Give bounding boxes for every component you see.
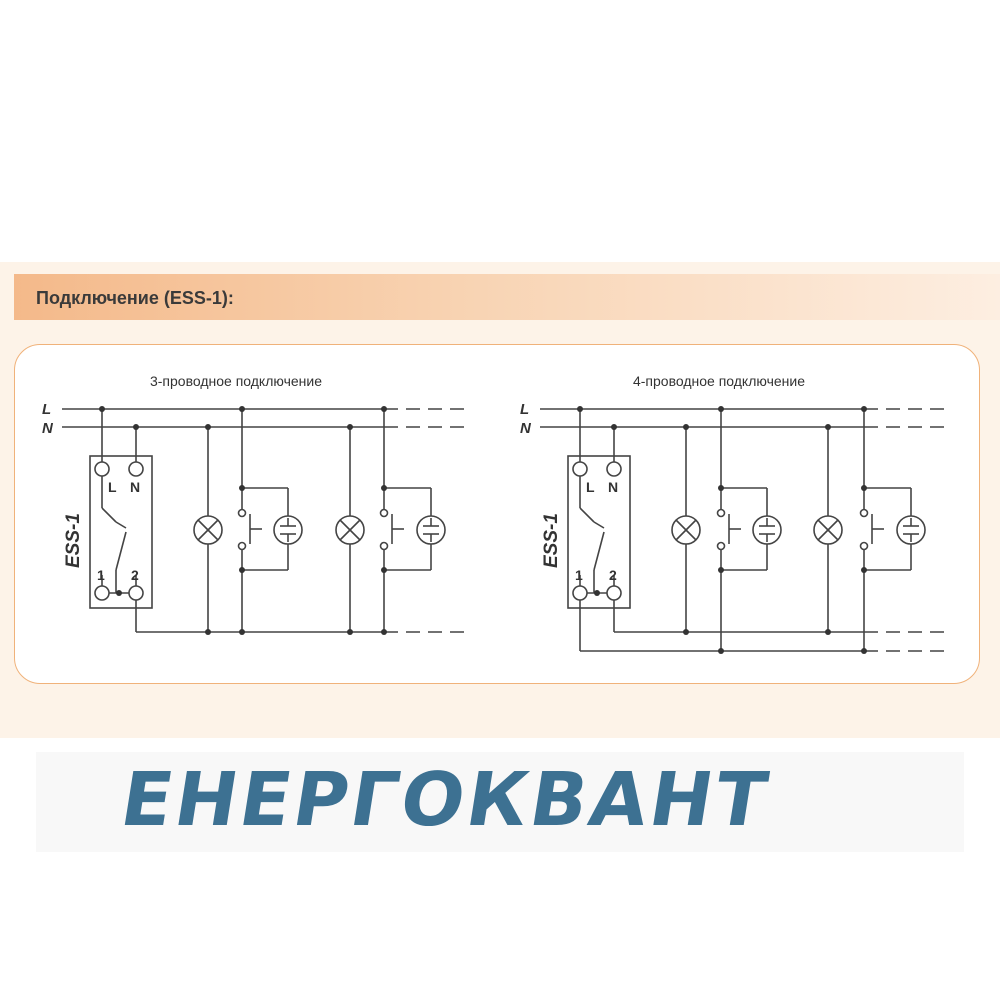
caption-4-wire: 4-проводное подключение (633, 373, 805, 389)
terminal-2-left (128, 585, 144, 601)
line-n-label: N (42, 420, 54, 437)
terminal-n-label: N (608, 479, 618, 495)
terminal-l-right (572, 461, 588, 477)
glow-lamp-icon (273, 515, 303, 545)
brand-logo: ЕНЕРГОКВАНТ (115, 757, 776, 843)
header-title: Подключение (ESS-1): (36, 288, 234, 308)
diagram-frame (14, 344, 980, 684)
lamp-icon (193, 515, 223, 545)
lamp-icon (813, 515, 843, 545)
terminal-l-label: L (586, 479, 595, 495)
glow-lamp-icon (896, 515, 926, 545)
glow-lamp-icon (752, 515, 782, 545)
terminal-1-right (572, 585, 588, 601)
glow-lamp-icon (416, 515, 446, 545)
terminal-2-label: 2 (609, 567, 617, 583)
line-l-label: L (520, 401, 529, 418)
terminal-2-label: 2 (131, 567, 139, 583)
line-n-label: N (520, 420, 532, 437)
terminal-1-left (94, 585, 110, 601)
caption-3-wire: 3-проводное подключение (150, 373, 322, 389)
terminal-2-right (606, 585, 622, 601)
logo-band (36, 752, 964, 852)
terminal-n-label: N (130, 479, 140, 495)
terminal-1-label: 1 (575, 567, 583, 583)
lamp-icon (335, 515, 365, 545)
terminal-l-label: L (108, 479, 117, 495)
terminal-1-label: 1 (97, 567, 105, 583)
line-l-label: L (42, 401, 51, 418)
terminal-n-left (128, 461, 144, 477)
device-label: ESS-1 (541, 513, 562, 568)
lamp-icon (671, 515, 701, 545)
header-bar (14, 274, 1000, 320)
device-label: ESS-1 (63, 513, 84, 568)
terminal-n-right (606, 461, 622, 477)
terminal-l-left (94, 461, 110, 477)
